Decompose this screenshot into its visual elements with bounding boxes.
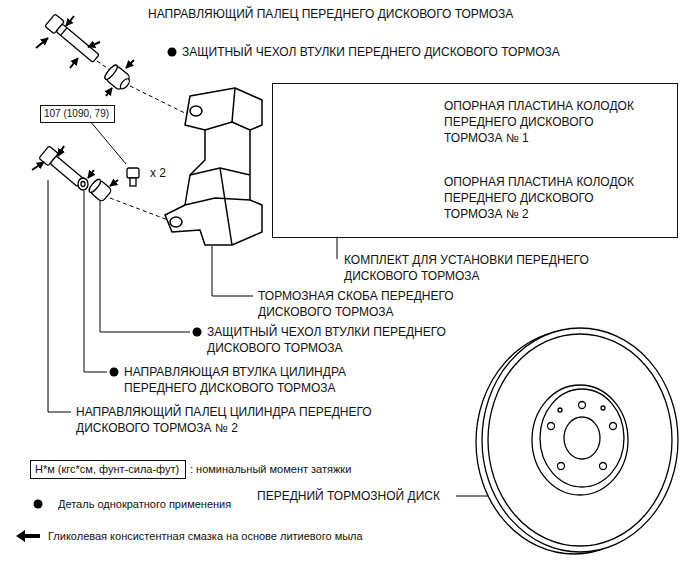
leader-line xyxy=(212,246,253,296)
caliper-bracket xyxy=(232,88,235,122)
part-label: ЗАЩИТНЫЙ ЧЕХОЛ ВТУЛКИ ПЕРЕДНЕГО ДИСКОВОГ… xyxy=(207,324,497,356)
caliper-bracket xyxy=(165,88,262,245)
caliper-bracket xyxy=(170,217,182,227)
label-text: ПЕРЕДНИЙ ТОРМОЗНОЙ ДИСК xyxy=(257,488,440,504)
label-text: НАПРАВЛЯЮЩАЯ ВТУЛКА ЦИЛИНДРА ПЕРЕДНЕГО Д… xyxy=(124,364,379,396)
grease-arrow xyxy=(36,38,48,48)
single-use-symbol xyxy=(34,500,43,509)
label-text: ТОРМОЗНАЯ СКОБА ПЕРЕДНЕГО ДИСКОВОГО ТОРМ… xyxy=(258,288,483,320)
assembly-line xyxy=(97,61,110,70)
kit-box: ОПОРНАЯ ПЛАСТИНА КОЛОДОК ПЕРЕДНЕГО ДИСКО… xyxy=(272,83,678,238)
label-text: ЗАЩИТНЫЙ ЧЕХОЛ ВТУЛКИ ПЕРЕДНЕГО ДИСКОВОГ… xyxy=(207,324,497,356)
bolt xyxy=(127,168,139,178)
assembly-line xyxy=(130,86,195,118)
label-text: x 2 xyxy=(150,165,166,181)
brake-disc xyxy=(532,385,628,495)
brake-disc xyxy=(548,423,555,430)
brake-disc xyxy=(558,463,565,470)
single-use-dot xyxy=(110,368,119,377)
leader-line xyxy=(48,180,71,412)
part-label: ЗАЩИТНЫЙ ЧЕХОЛ ВТУЛКИ ПЕРЕДНЕГО ДИСКОВОГ… xyxy=(182,44,560,60)
leader-line xyxy=(90,121,126,164)
caliper-bracket xyxy=(205,122,250,130)
single-use-dot xyxy=(110,48,202,377)
brake-disc xyxy=(564,417,600,459)
grease-arrow xyxy=(32,162,44,170)
kit-heading: КОМПЛЕКТ ДЛЯ УСТАНОВКИ ПЕРЕДНЕГО ДИСКОВО… xyxy=(344,252,644,284)
legend-note: : номинальный момент затяжки xyxy=(190,462,351,476)
part-label: НАПРАВЛЯЮЩИЙ ПАЛЕЦ ЦИЛИНДРА ПЕРЕДНЕГО ДИ… xyxy=(76,404,411,436)
bolt xyxy=(130,178,136,186)
grease-arrow xyxy=(32,146,118,186)
quantity-label: x 2 xyxy=(150,165,166,181)
part-label: ОПОРНАЯ ПЛАСТИНА КОЛОДОК ПЕРЕДНЕГО ДИСКО… xyxy=(444,98,634,146)
guide-pin xyxy=(56,24,99,63)
legend-item: Деталь однократного применения xyxy=(24,497,231,511)
grease-arrow xyxy=(88,170,94,178)
brake-disc xyxy=(600,463,607,470)
brake-disc xyxy=(610,423,617,430)
bushing-boot xyxy=(87,178,102,194)
caliper-bracket xyxy=(190,106,202,116)
grease-arrow xyxy=(66,16,74,26)
caliper-bracket xyxy=(185,198,250,205)
single-use-symbol xyxy=(24,497,52,511)
leader-line xyxy=(337,238,338,259)
grease-symbol xyxy=(16,530,40,542)
brake-disc xyxy=(476,328,678,554)
bolt xyxy=(127,168,139,186)
guide-pin xyxy=(61,28,67,36)
legend-text: Гликолевая консистентная смазка на основ… xyxy=(48,529,363,543)
single-use-dot xyxy=(168,48,177,57)
bushing-boot xyxy=(103,63,119,81)
part-label: ПЕРЕДНИЙ ТОРМОЗНОЙ ДИСК xyxy=(257,488,440,504)
bushing-boot xyxy=(119,77,131,90)
bushing-boot xyxy=(103,63,133,92)
part-label: НАПРАВЛЯЮЩИЙ ПАЛЕЦ ПЕРЕДНЕГО ДИСКОВОГО Т… xyxy=(148,6,513,22)
leader-line xyxy=(84,191,107,372)
bushing-boot xyxy=(87,178,112,202)
grease-arrow xyxy=(70,58,78,68)
guide-pin xyxy=(45,14,101,65)
torque-box: 107 (1090, 79) xyxy=(40,105,115,123)
label-text: ЗАЩИТНЫЙ ЧЕХОЛ ВТУЛКИ ПЕРЕДНЕГО ДИСКОВОГ… xyxy=(182,44,560,60)
cylinder-bushing xyxy=(78,178,88,190)
grease-arrow xyxy=(106,88,112,96)
part-label: НАПРАВЛЯЮЩАЯ ВТУЛКА ЦИЛИНДРА ПЕРЕДНЕГО Д… xyxy=(124,364,379,396)
grease-arrow xyxy=(110,180,118,186)
torque-units: Н*м (кгс*см, фунт-сила-фут) xyxy=(35,462,181,477)
brake-disc xyxy=(558,408,562,412)
brake-disc xyxy=(488,334,672,546)
label-text: НАПРАВЛЯЮЩИЙ ПАЛЕЦ ЦИЛИНДРА ПЕРЕДНЕГО ДИ… xyxy=(76,404,411,436)
grease-arrow xyxy=(36,16,134,96)
cylinder-bushing xyxy=(78,178,88,190)
torque-legend-box: Н*м (кгс*см, фунт-сила-фут) xyxy=(30,460,186,479)
brake-disc xyxy=(579,402,586,409)
label-text: НАПРАВЛЯЮЩИЙ ПАЛЕЦ ПЕРЕДНЕГО ДИСКОВОГО Т… xyxy=(148,6,513,22)
part-label: ОПОРНАЯ ПЛАСТИНА КОЛОДОК ПЕРЕДНЕГО ДИСКО… xyxy=(444,174,634,222)
caliper-bracket xyxy=(165,88,262,245)
grease-arrow xyxy=(58,146,64,156)
caliper-bracket xyxy=(220,168,232,245)
legend-text: Деталь однократного применения xyxy=(58,497,231,511)
brake-disc xyxy=(601,406,605,410)
brake-disc xyxy=(540,389,624,487)
torque-value: 107 (1090, 79) xyxy=(44,107,111,121)
grease-symbol xyxy=(14,529,42,543)
single-use-dot xyxy=(193,328,202,337)
assembly-line xyxy=(110,198,168,220)
grease-arrow xyxy=(126,60,134,68)
grease-arrow xyxy=(88,42,100,47)
leader-line xyxy=(100,201,190,332)
legend-item: Гликолевая консистентная смазка на основ… xyxy=(14,529,363,543)
part-label: ТОРМОЗНАЯ СКОБА ПЕРЕДНЕГО ДИСКОВОГО ТОРМ… xyxy=(258,288,483,320)
cylinder-bushing xyxy=(81,182,85,187)
label-text: : номинальный момент затяжки xyxy=(190,462,351,476)
brake-disc xyxy=(482,328,678,552)
